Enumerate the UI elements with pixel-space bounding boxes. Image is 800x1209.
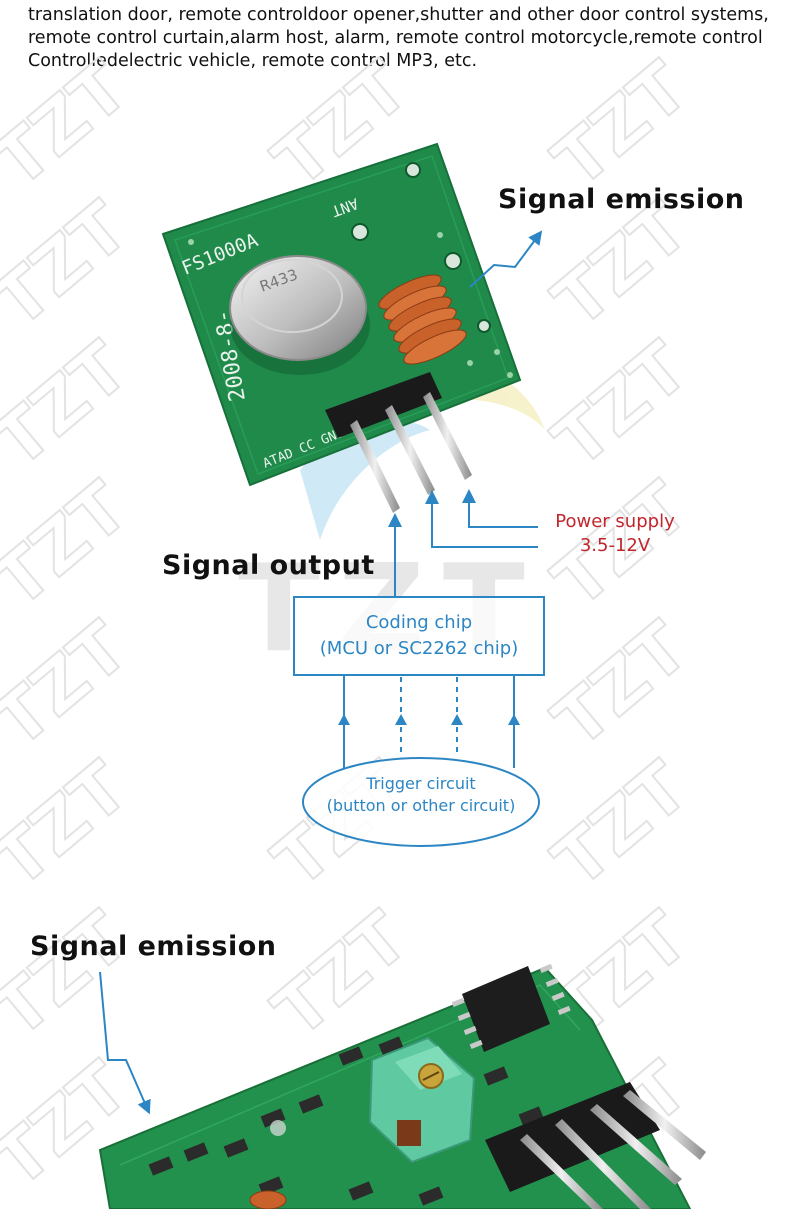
via-hole — [351, 223, 369, 241]
soic-chip — [451, 963, 571, 1052]
intro-line: remote control curtain,alarm host, alarm… — [28, 28, 763, 48]
trigger-circuit-ellipse — [302, 757, 540, 847]
saw-resonator — [229, 255, 367, 361]
signal-emission-arrow-bottom — [99, 971, 151, 1115]
trigger-circuit-label: Trigger circuit (button or other circuit… — [305, 773, 537, 817]
pin-header — [325, 372, 442, 438]
watermark-text: TZT — [0, 606, 143, 763]
via-hole — [405, 162, 421, 178]
signal-emission-label-bottom: Signal emission — [30, 931, 277, 962]
transmitter-board: FS1000A 2008-8- ANT ATAD CC GND R433 — [161, 142, 522, 513]
intro-line: Controlledelectric vehicle, remote contr… — [28, 51, 478, 71]
via-hole — [477, 319, 491, 333]
watermark-text: TZT — [0, 326, 143, 483]
intro-paragraph: translation door, remote controldoor ope… — [28, 4, 778, 73]
trimmer-potentiometer — [368, 1036, 476, 1164]
watermark-text: TZT — [0, 746, 143, 903]
watermark-text: TZT — [538, 326, 703, 483]
power-supply-label: Power supply 3.5-12V — [540, 510, 690, 558]
coding-chip-line2: (MCU or SC2262 chip) — [319, 638, 519, 659]
signal-output-label: Signal output — [162, 550, 375, 581]
watermark-text: TZT — [0, 46, 143, 203]
coding-chip-line1: Coding chip — [365, 612, 473, 633]
receiver-header-pins — [520, 1090, 706, 1209]
watermark-text: TZT — [0, 896, 143, 1053]
watermark-text: TZT — [0, 466, 143, 623]
coding-chip-label: Coding chip (MCU or SC2262 chip) — [296, 610, 542, 662]
signal-emission-label-top: Signal emission — [498, 184, 745, 215]
watermark-text: TZT — [0, 186, 143, 343]
coding-chip-box — [293, 596, 545, 676]
copper-coil — [378, 274, 467, 365]
receiver-board — [98, 963, 706, 1209]
trigger-circuit-line1: Trigger circuit — [366, 774, 476, 793]
watermark-text: TZT — [538, 46, 703, 203]
receiver-coil — [249, 1190, 287, 1209]
trigger-connections — [338, 675, 520, 768]
power-supply-line2: 3.5-12V — [579, 535, 651, 556]
intro-line: translation door, remote controldoor ope… — [28, 5, 769, 25]
watermark-text: TZT — [538, 746, 703, 903]
smd-components — [148, 1036, 544, 1206]
watermark-text: TZT — [538, 606, 703, 763]
header-pins — [350, 392, 472, 513]
via-hole — [444, 252, 462, 270]
power-leads — [425, 489, 538, 548]
trigger-circuit-line2: (button or other circuit) — [326, 796, 516, 815]
signal-emission-arrow — [469, 230, 543, 288]
power-supply-line1: Power supply — [555, 511, 675, 532]
